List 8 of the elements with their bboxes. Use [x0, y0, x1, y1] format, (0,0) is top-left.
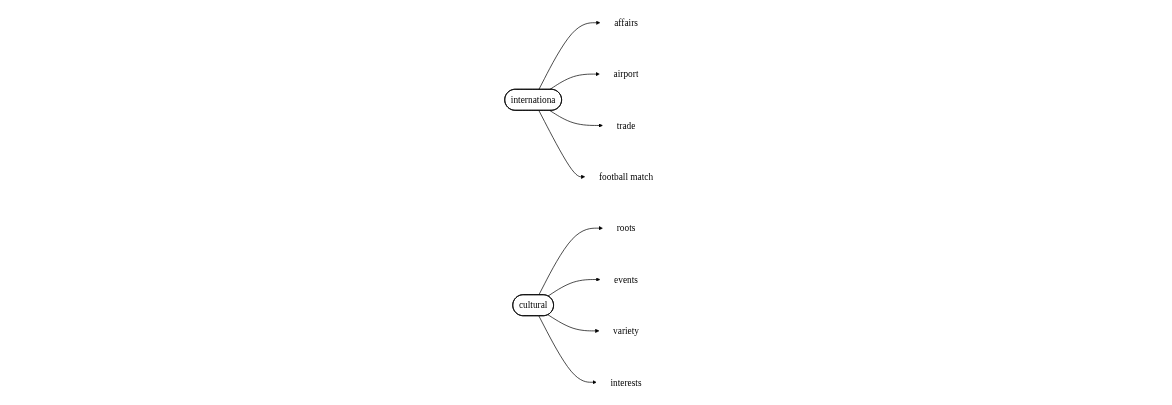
- node-text: airport: [613, 68, 639, 80]
- node-text: football match: [599, 171, 654, 182]
- node-text: interests: [610, 377, 642, 388]
- node-text: events: [614, 274, 639, 285]
- node-text: affairs: [614, 17, 638, 28]
- node-text: trade: [616, 120, 636, 131]
- node-text: variety: [613, 325, 640, 337]
- node-text: roots: [616, 223, 636, 234]
